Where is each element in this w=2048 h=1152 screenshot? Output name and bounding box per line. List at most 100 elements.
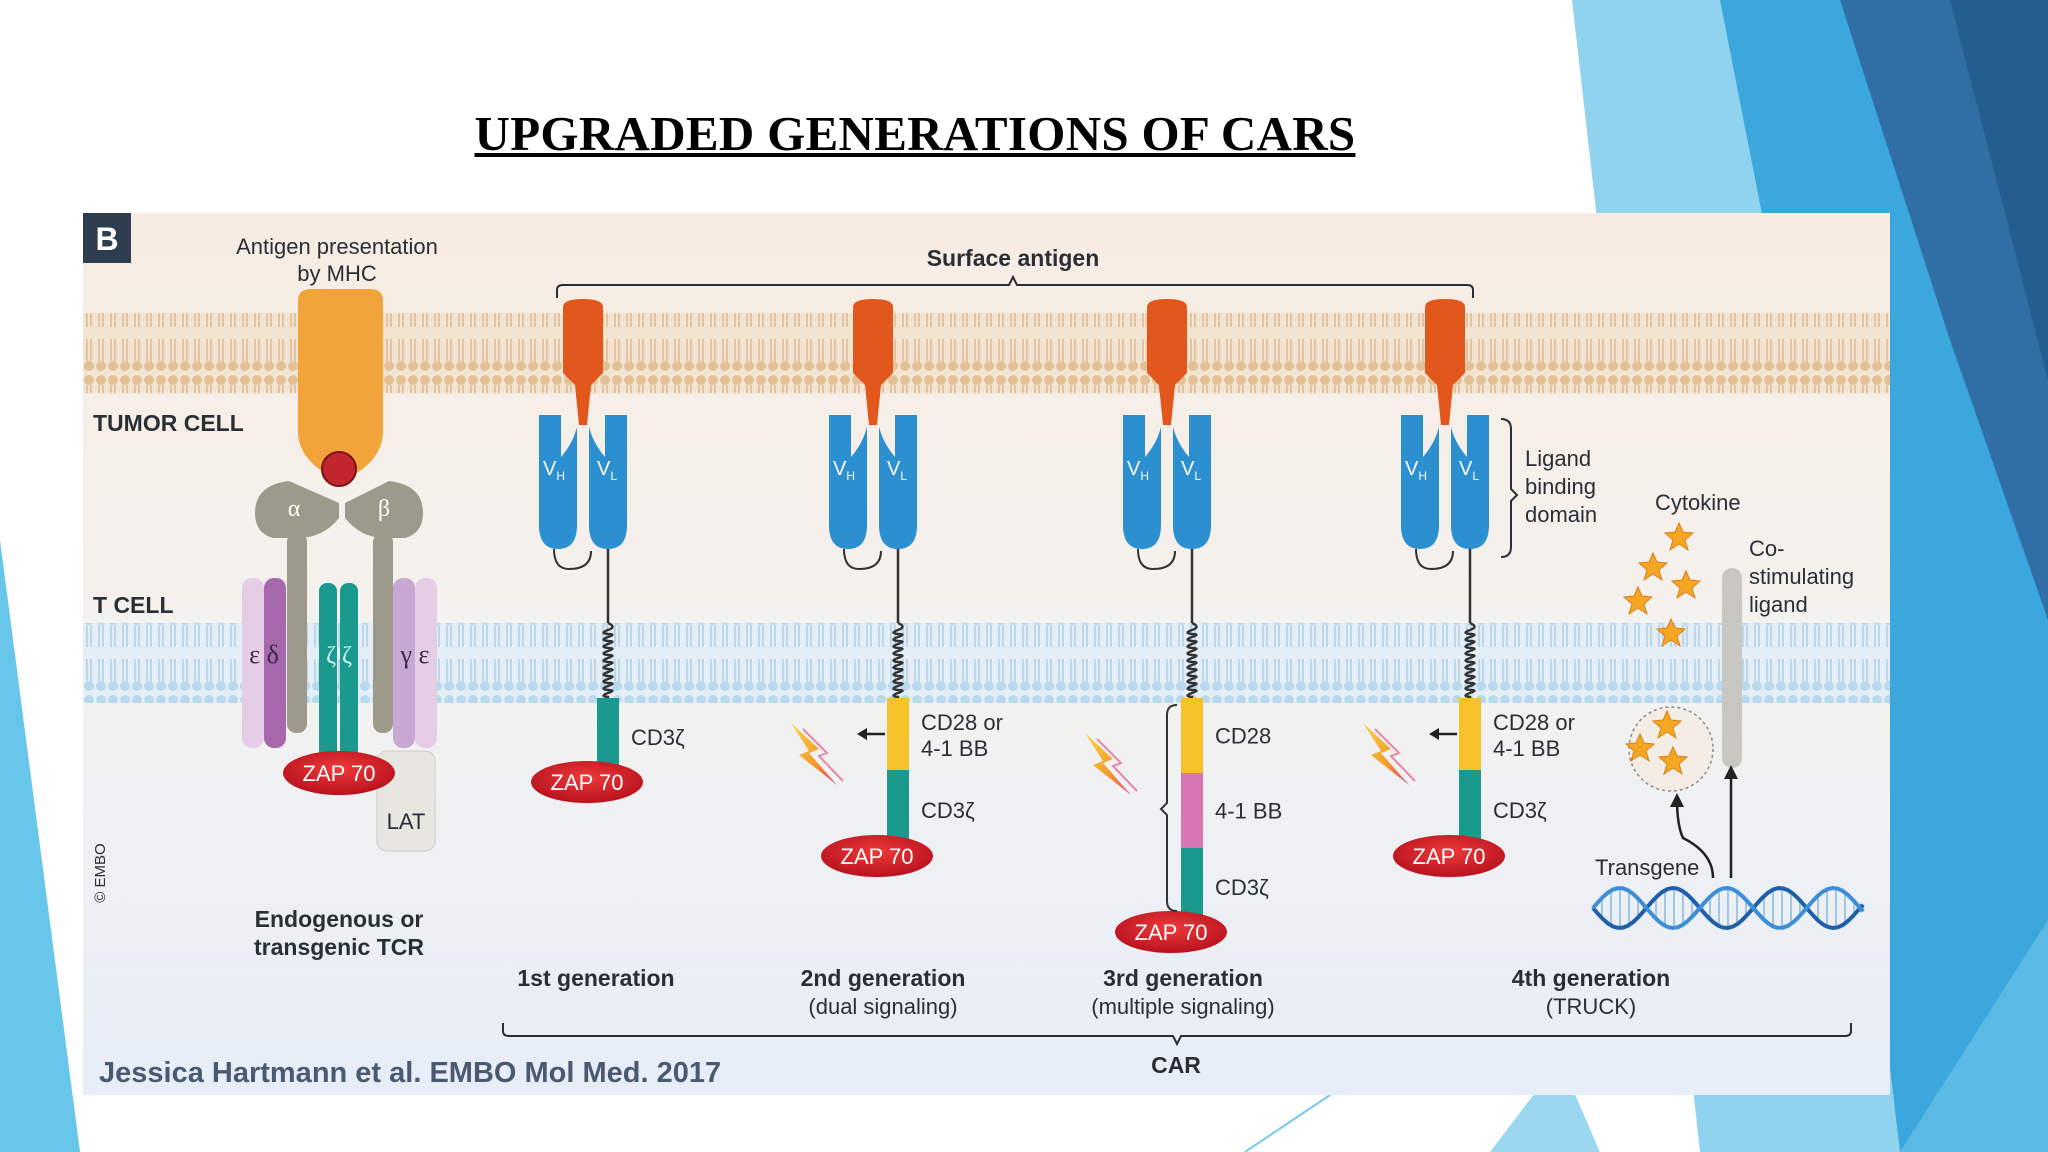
vl-subscript: L <box>1472 469 1479 483</box>
zeta-zeta-label: ζ ζ <box>326 643 352 669</box>
intracellular-cytokine-vesicle <box>1625 706 1714 792</box>
cd28-or-41bb-line1: CD28 or <box>1493 710 1575 735</box>
transgene-arrow-cytokine <box>1675 798 1715 879</box>
beta-label: β <box>378 496 390 522</box>
cd28-domain <box>1181 698 1203 773</box>
vh-subscript: H <box>846 469 855 483</box>
embo-mark: © EMBO <box>92 843 109 902</box>
cd3z-domain <box>1181 848 1203 918</box>
panel-letter-box <box>83 213 131 263</box>
cd3z-label: CD3ζ <box>921 798 975 823</box>
transgene-label: Transgene <box>1595 855 1699 880</box>
costim-line3: ligand <box>1749 592 1808 617</box>
lat-label: LAT <box>387 809 426 834</box>
tumor-cell-membrane <box>83 313 1890 393</box>
transgene-dna-helix <box>1591 885 1865 931</box>
vl-domain <box>879 415 917 549</box>
tcr-alpha-head <box>255 481 339 538</box>
car-zap70 <box>1393 835 1505 877</box>
signal-bolt <box>1363 723 1409 785</box>
car-zap70-label: ZAP 70 <box>551 770 624 795</box>
scfv-linker <box>1137 548 1176 571</box>
generation-title-2: 2nd generation <box>801 965 966 991</box>
cd3-delta <box>264 578 286 748</box>
cd3z-domain <box>887 770 909 842</box>
mhc-molecule <box>298 289 383 481</box>
surface-antigen-label: Surface antigen <box>927 245 1100 271</box>
antigen-presentation-line2: by MHC <box>297 261 377 286</box>
ligand-binding-line2: binding <box>1525 474 1596 499</box>
car-zap70 <box>1115 911 1227 953</box>
signal-bolt <box>1085 733 1131 795</box>
transmembrane-domain <box>1186 621 1198 699</box>
vh-subscript: H <box>1418 469 1427 483</box>
car-generations-figure: B TUMOR CELL T CELL © EMBO Antigen prese… <box>83 213 1890 1095</box>
cd28-domain <box>887 698 909 770</box>
car-zap70 <box>821 835 933 877</box>
surface-antigen <box>853 299 893 425</box>
cd3z-domain <box>1459 770 1481 842</box>
cd28-or-41bb-line2: 4-1 BB <box>921 736 988 761</box>
vh-domain <box>1401 415 1439 549</box>
tcr-beta-head <box>345 481 423 538</box>
cd3z-label: CD3ζ <box>631 725 685 750</box>
t-cell-label: T CELL <box>93 592 174 618</box>
signal-bolt <box>791 723 837 785</box>
vl-domain <box>1451 415 1489 549</box>
ligand-binding-line1: Ligand <box>1525 446 1591 471</box>
costim-bracket <box>1159 704 1178 912</box>
car-zap70-label: ZAP 70 <box>1413 844 1486 869</box>
vh-domain <box>1123 415 1161 549</box>
tcr-zap70 <box>283 751 395 795</box>
vl-subscript: L <box>900 469 907 483</box>
vh-subscript: H <box>1140 469 1149 483</box>
panel-letter: B <box>95 221 118 257</box>
scfv-linker <box>553 548 592 571</box>
car-zap70-label: ZAP 70 <box>1135 920 1208 945</box>
vh-subscript: H <box>556 469 565 483</box>
tcr-caption-line2: transgenic TCR <box>254 934 424 960</box>
cd3-epsilon-right <box>415 578 437 748</box>
cd3-zeta-2 <box>340 583 358 768</box>
signal-bolt-shadow <box>802 728 844 782</box>
cd3-zeta-1 <box>319 583 337 768</box>
vl-domain <box>1173 415 1211 549</box>
cd3-gamma <box>393 578 415 748</box>
signal-arrowhead <box>1429 728 1439 740</box>
tcr-zap70-label: ZAP 70 <box>303 761 376 786</box>
surface-antigen <box>563 299 603 425</box>
generation-title-1: 1st generation <box>517 965 674 991</box>
alpha-label: α <box>288 496 301 522</box>
tumor-cell-label: TUMOR CELL <box>93 410 244 436</box>
antigen-presentation-line1: Antigen presentation <box>236 234 438 259</box>
vl-subscript: L <box>610 469 617 483</box>
cd3z-label: CD3ζ <box>1493 798 1547 823</box>
cd28-or-41bb-line1: CD28 or <box>921 710 1003 735</box>
ligand-binding-line3: domain <box>1525 502 1597 527</box>
car-zap70-label: ZAP 70 <box>841 844 914 869</box>
signal-bolt-shadow <box>1374 728 1416 782</box>
transmembrane-domain <box>1464 621 1476 699</box>
scfv-linker <box>843 548 882 571</box>
signal-bolt-shadow <box>1096 738 1138 792</box>
slide-title: UPGRADED GENERATIONS OF CARS <box>474 106 1356 161</box>
eps-delta-label: ε δ <box>249 640 279 669</box>
cd28-domain <box>1459 698 1481 770</box>
bb41-domain <box>1181 773 1203 848</box>
vl-subscript: L <box>1194 469 1201 483</box>
cd3-epsilon-left <box>242 578 264 748</box>
generation-title-4: 4th generation <box>1512 965 1670 991</box>
dna-strand-2 <box>1591 885 1865 931</box>
tcr-caption-line1: Endogenous or <box>255 906 424 932</box>
gamma-eps-label: γ ε <box>400 640 430 669</box>
dna-strand-1 <box>1591 885 1865 931</box>
generation-subtitle-3: (multiple signaling) <box>1091 994 1274 1019</box>
cytokine-label: Cytokine <box>1655 490 1741 515</box>
generation-subtitle-4: (TRUCK) <box>1546 994 1636 1019</box>
citation-credit: Jessica Hartmann et al. EMBO Mol Med. 20… <box>99 1057 722 1089</box>
costimulating-ligand <box>1722 568 1742 768</box>
